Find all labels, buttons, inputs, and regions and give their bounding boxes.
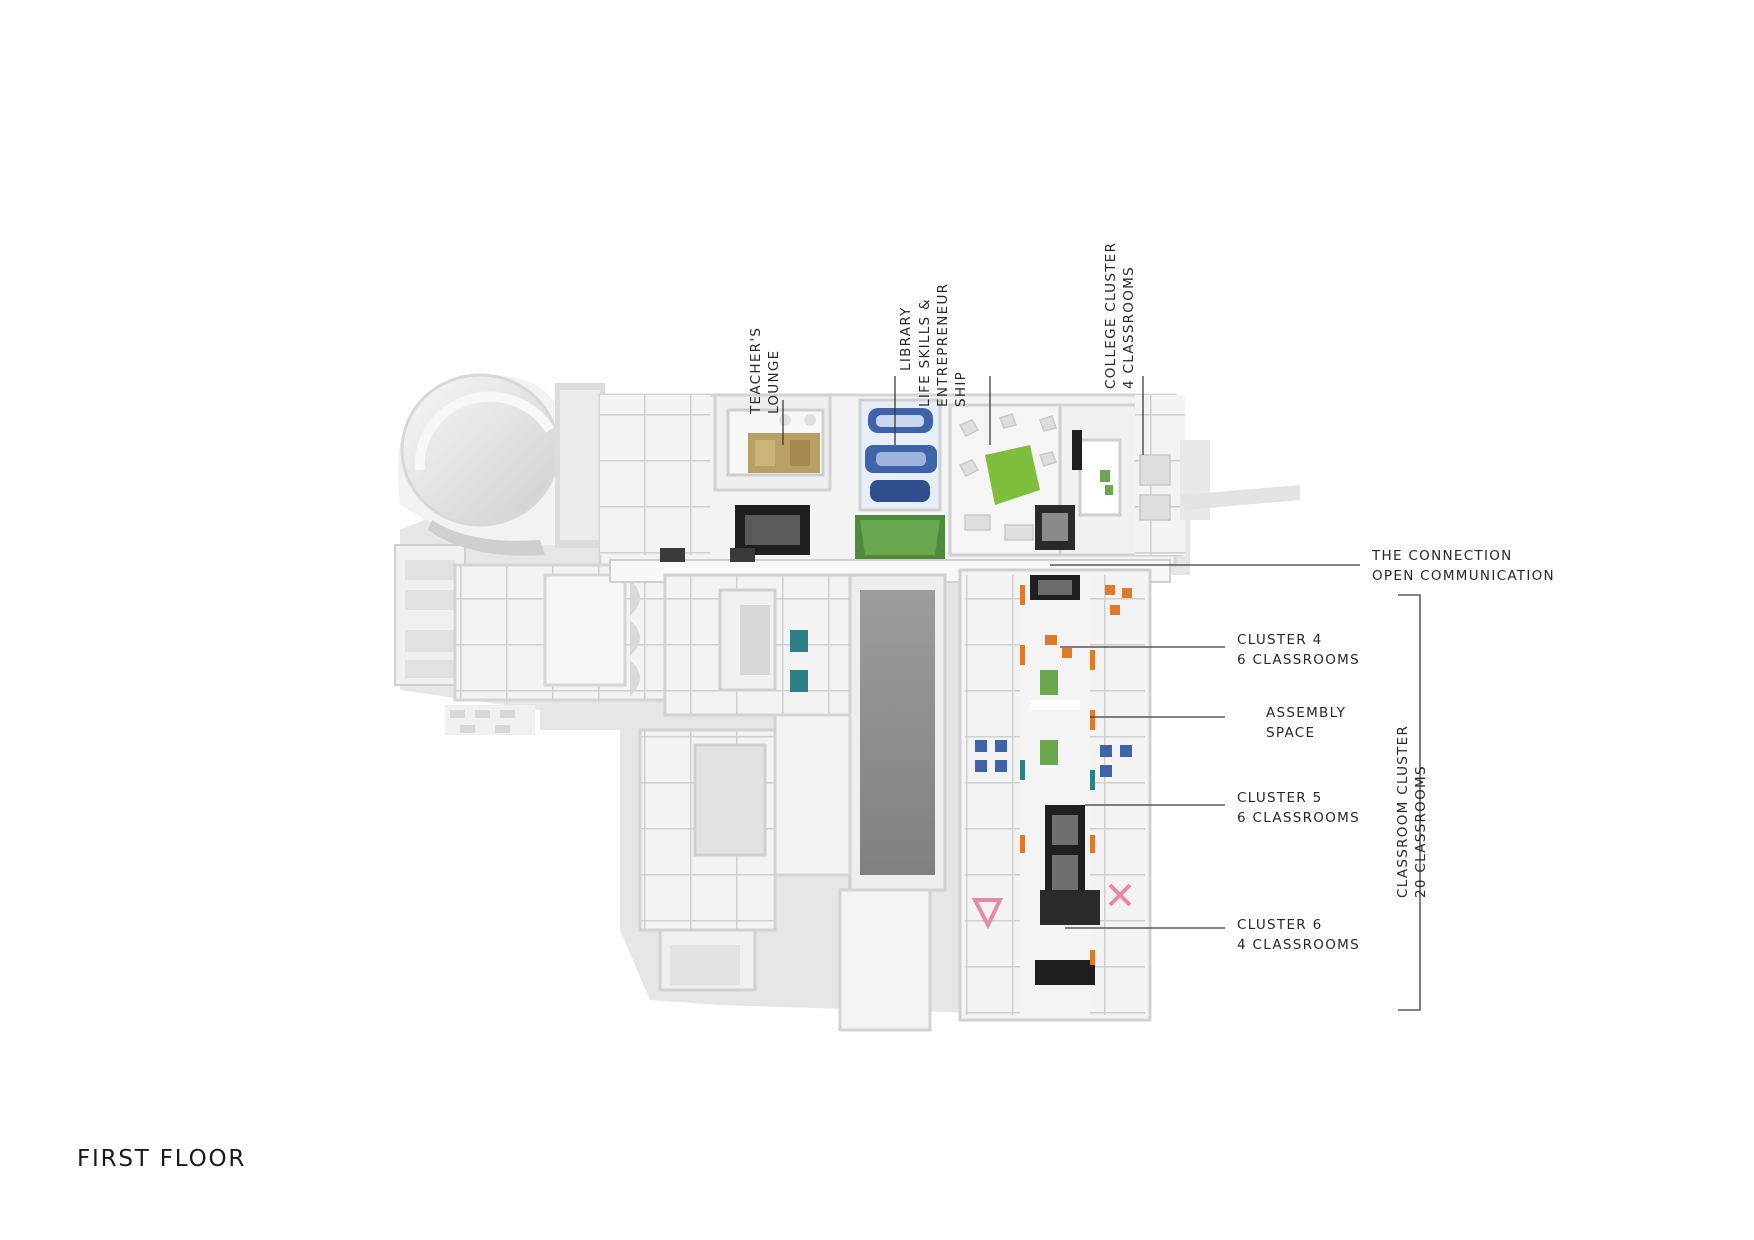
label-cluster-6: CLUSTER 6 4 CLASSROOMS: [1237, 915, 1360, 955]
teachers-lounge-room: [726, 408, 825, 555]
library-room: [855, 398, 945, 560]
page-title: FIRST FLOOR: [77, 1146, 247, 1172]
west-wing: [394, 544, 667, 735]
label-the-connection: THE CONNECTION OPEN COMMUNICATION: [1372, 546, 1555, 586]
label-cluster-4-line1: CLUSTER 4: [1237, 632, 1323, 648]
leader-lines: [782, 376, 1421, 1011]
label-assembly-space-line2: SPACE: [1266, 725, 1316, 741]
classroom-cluster-bracket: [1398, 594, 1421, 1011]
label-teachers-lounge-line2: LOUNGE: [766, 349, 782, 414]
label-life-skills: LIFE SKILLS & ENTREPRENEUR SHIP: [916, 283, 970, 407]
central-block: [638, 573, 947, 1032]
west-stair-arcs: [630, 580, 640, 696]
label-college-cluster-line1: COLLEGE CLUSTER: [1103, 241, 1119, 389]
label-classroom-cluster-line1: CLASSROOM CLUSTER: [1395, 724, 1411, 898]
label-life-skills-line1: LIFE SKILLS &: [917, 298, 933, 407]
classroom-clusters: [958, 568, 1152, 1022]
college-cluster-room: [1035, 430, 1171, 550]
label-assembly-space-line1: ASSEMBLY: [1266, 705, 1347, 721]
label-library: LIBRARY: [897, 306, 915, 371]
label-library-line1: LIBRARY: [898, 306, 914, 371]
label-cluster-6-line2: 4 CLASSROOMS: [1237, 937, 1360, 953]
label-college-cluster-line2: 4 CLASSROOMS: [1121, 266, 1137, 389]
label-cluster-6-line1: CLUSTER 6: [1237, 917, 1323, 933]
life-skills-room: [948, 403, 1062, 557]
label-classroom-cluster: CLASSROOM CLUSTER 20 CLASSROOMS: [1394, 725, 1430, 898]
label-teachers-lounge: TEACHER'S LOUNGE: [747, 327, 783, 414]
label-cluster-5-line2: 6 CLASSROOMS: [1237, 810, 1360, 826]
label-classroom-cluster-line2: 20 CLASSROOMS: [1413, 765, 1429, 898]
label-teachers-lounge-line1: TEACHER'S: [748, 326, 764, 414]
label-cluster-4-line2: 6 CLASSROOMS: [1237, 652, 1360, 668]
label-cluster-4: CLUSTER 4 6 CLASSROOMS: [1237, 630, 1360, 670]
drum-auditorium: [397, 373, 605, 556]
label-cluster-5: CLUSTER 5 6 CLASSROOMS: [1237, 788, 1360, 828]
label-college-cluster: COLLEGE CLUSTER 4 CLASSROOMS: [1102, 242, 1138, 389]
label-cluster-5-line1: CLUSTER 5: [1237, 790, 1323, 806]
label-life-skills-line3: SHIP: [953, 370, 969, 407]
label-life-skills-line2: ENTREPRENEUR: [935, 282, 951, 407]
label-assembly-space: ASSEMBLY SPACE: [1266, 703, 1346, 743]
label-the-connection-line1: THE CONNECTION: [1372, 548, 1513, 564]
label-the-connection-line2: OPEN COMMUNICATION: [1372, 568, 1555, 584]
